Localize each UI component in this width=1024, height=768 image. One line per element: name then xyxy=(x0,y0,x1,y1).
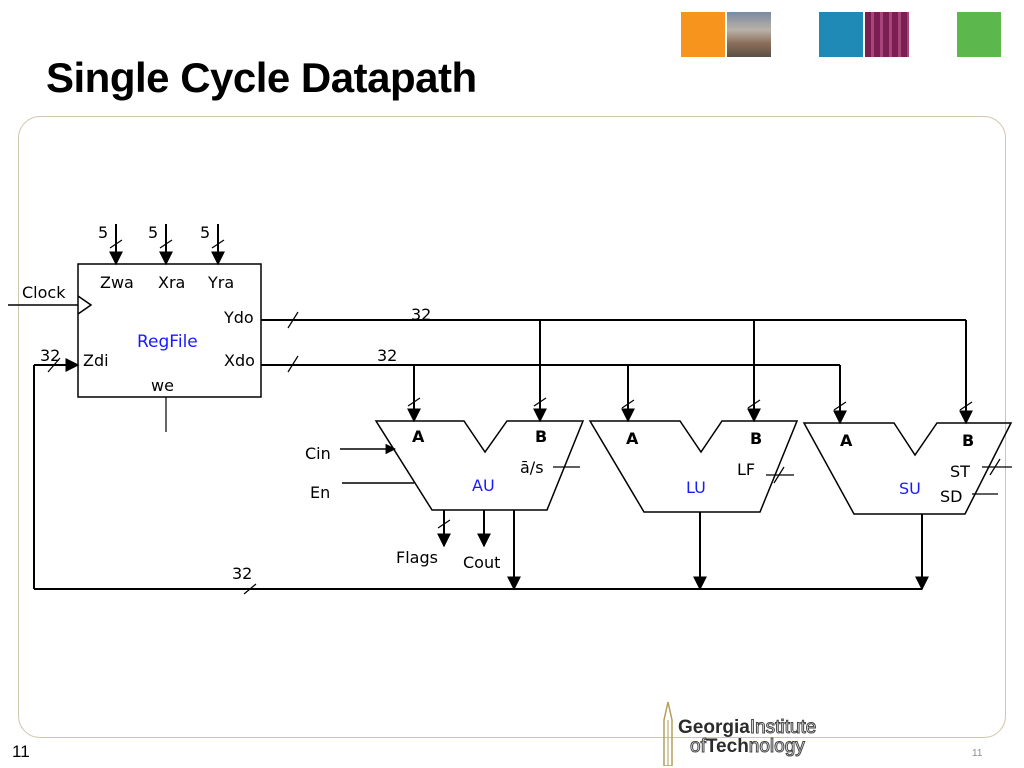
width-label: 32 xyxy=(232,564,252,583)
bus-slash xyxy=(437,519,451,529)
width-label: 5 xyxy=(98,223,108,242)
width-label: 32 xyxy=(377,346,397,365)
bus-slash xyxy=(287,311,299,329)
bus-slash xyxy=(243,583,257,595)
tower-icon xyxy=(663,701,673,766)
bus-slash xyxy=(533,397,547,407)
zdi-label: Zdi xyxy=(83,351,109,370)
bus-slash xyxy=(109,239,123,249)
we-label: we xyxy=(151,376,174,395)
su-a-label: A xyxy=(840,431,853,450)
slide-title: Single Cycle Datapath xyxy=(46,54,477,101)
au-name: AU xyxy=(472,476,495,495)
su-b-label: B xyxy=(962,431,974,450)
bus-slash xyxy=(833,401,847,411)
au-shape xyxy=(374,420,585,511)
bus-slash xyxy=(989,458,1001,476)
slide-number-footer: 11 xyxy=(972,748,983,759)
su-shape xyxy=(802,422,1013,515)
lu-control-label: LF xyxy=(737,460,755,479)
lu-name: LU xyxy=(686,478,706,497)
lu-shape xyxy=(588,420,799,513)
green-tile xyxy=(957,12,1001,57)
bus-slash xyxy=(621,399,635,409)
orange-tile xyxy=(681,12,725,57)
su-control2-label: SD xyxy=(940,487,962,506)
logo-of: of xyxy=(690,736,707,757)
width-label: 32 xyxy=(411,305,431,324)
su-name: SU xyxy=(899,479,921,498)
bus-slash xyxy=(287,355,299,373)
yra-label: Yra xyxy=(207,273,234,292)
logo-nology: nology xyxy=(748,736,805,757)
georgia-tech-logo: GeorgiaInstitute ofTechnology xyxy=(660,700,880,766)
bus-slash xyxy=(211,239,225,249)
width-label: 5 xyxy=(200,223,210,242)
logo-institute: Institute xyxy=(749,717,817,738)
bus-slash xyxy=(959,401,973,411)
bus-slash xyxy=(407,397,421,407)
content-frame xyxy=(18,116,1006,738)
xdo-label: Xdo xyxy=(224,351,255,370)
cin-label: Cin xyxy=(305,444,331,463)
logo-georgia: Georgia xyxy=(678,717,750,738)
logo-tech: Tech xyxy=(705,736,749,757)
chip-photo-tile xyxy=(865,12,909,57)
lu-a-label: A xyxy=(626,429,639,448)
clock-triangle xyxy=(77,295,93,315)
flags-label: Flags xyxy=(396,548,438,567)
bus-slash xyxy=(747,399,761,409)
en-label: En xyxy=(310,483,330,502)
su-control-label: ST xyxy=(950,462,970,481)
au-b-label: B xyxy=(535,427,547,446)
cout-label: Cout xyxy=(463,553,500,572)
ydo-label: Ydo xyxy=(223,308,254,327)
blue-tile xyxy=(819,12,863,57)
bus-slash xyxy=(773,466,785,484)
xra-label: Xra xyxy=(158,273,185,292)
campus-photo-tile xyxy=(727,12,771,57)
bus-slash xyxy=(159,239,173,249)
width-label: 5 xyxy=(148,223,158,242)
zwa-label: Zwa xyxy=(100,273,134,292)
regfile-name: RegFile xyxy=(137,332,198,352)
au-a-label: A xyxy=(412,427,425,446)
slide-number: 11 xyxy=(12,742,30,761)
lu-b-label: B xyxy=(750,429,762,448)
width-label: 32 xyxy=(40,346,60,365)
bus-slash xyxy=(47,357,61,373)
au-control-label: ā/s xyxy=(520,458,544,477)
clock-label: Clock xyxy=(22,283,66,302)
